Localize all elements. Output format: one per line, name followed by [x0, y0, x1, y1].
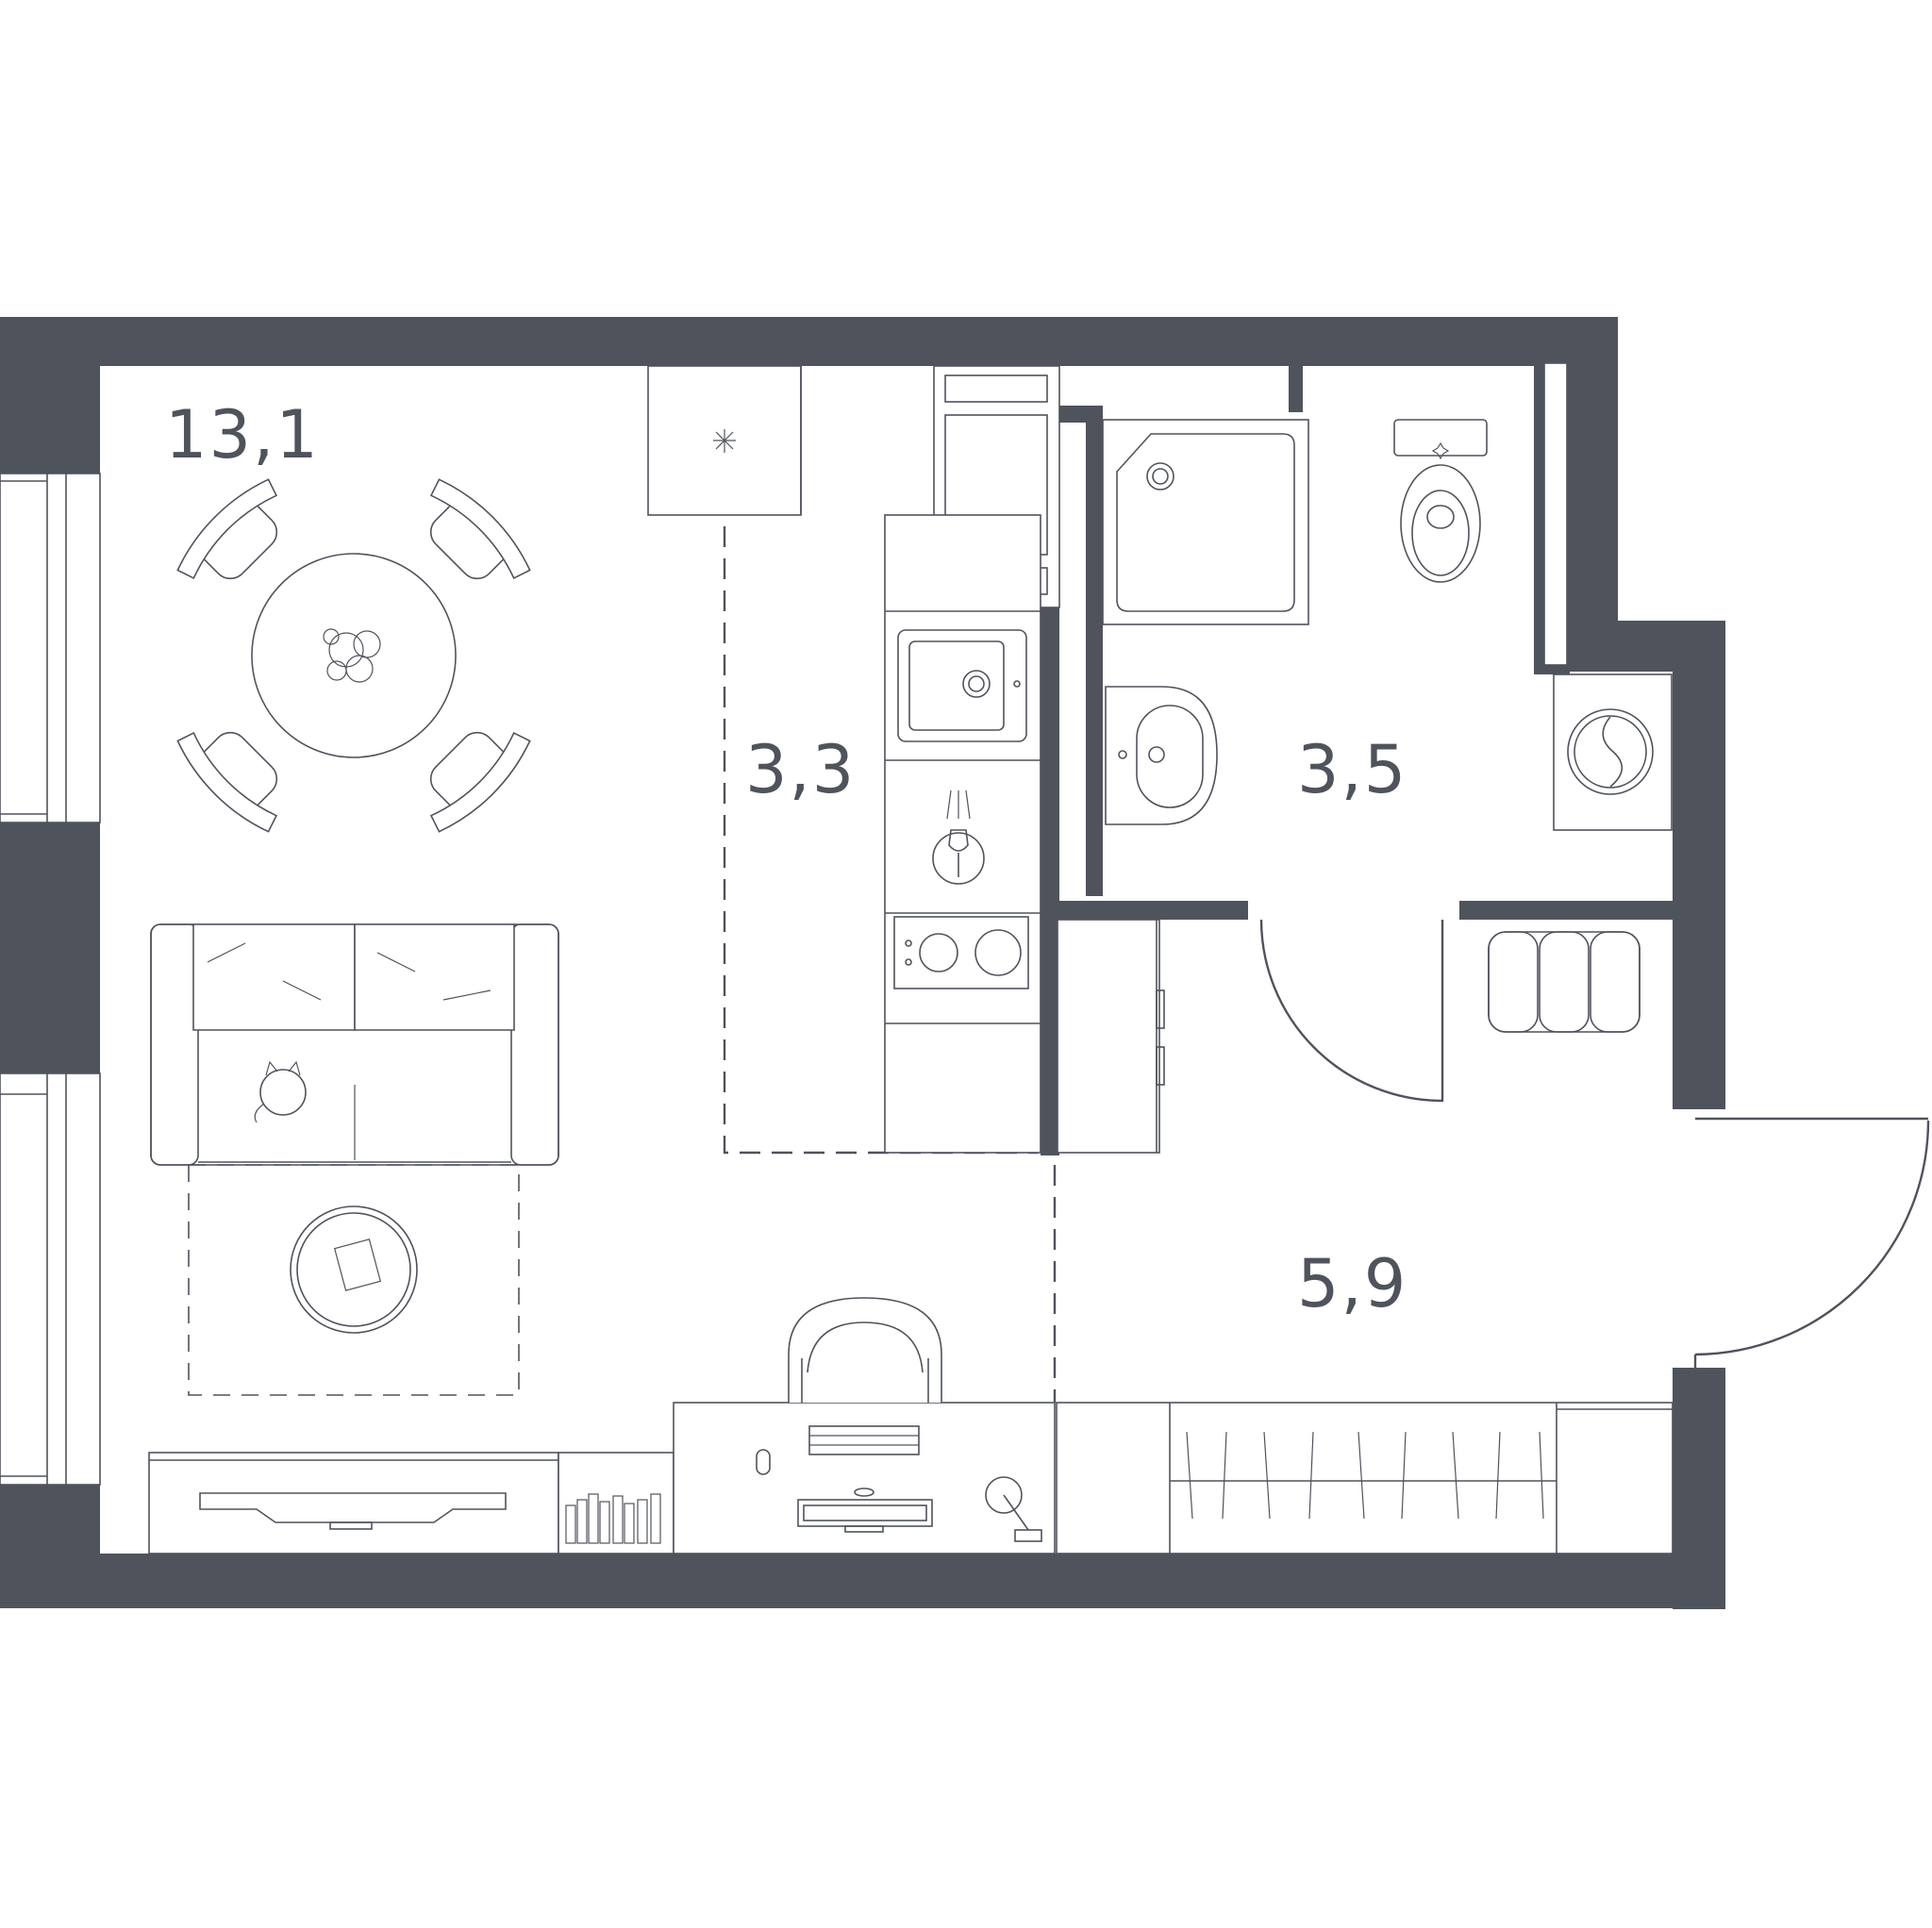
room-area-hallway: 5,9 [1297, 1245, 1407, 1322]
room-area-living: 13,1 [165, 396, 320, 474]
washing-machine-icon [1553, 673, 1673, 831]
keyboard-icon [808, 1425, 920, 1455]
hallway-cabinet [1057, 919, 1165, 1154]
window-icon [1543, 362, 1568, 666]
toilet-icon [1393, 419, 1488, 583]
office-chair-icon [788, 1297, 942, 1403]
coffee-table-icon [290, 1205, 418, 1334]
window-icon [0, 466, 101, 1494]
room-area-bathroom: 3,5 [1297, 731, 1407, 808]
room-area-kitchen: 3,3 [745, 731, 856, 808]
sink-icon [897, 629, 1027, 742]
door-icon [1259, 919, 1444, 1103]
cat-icon [254, 1060, 307, 1123]
lamp-icon [985, 1476, 1042, 1542]
pouf-icon [1488, 931, 1641, 1033]
door-icon [1693, 1117, 1930, 1368]
bookshelf-icon [558, 1452, 675, 1554]
walls [0, 317, 1725, 1609]
washbasin-icon [1105, 686, 1218, 825]
dining-table-icon [176, 478, 531, 833]
rug [188, 1164, 520, 1396]
dishwasher-icon [932, 789, 985, 885]
cooktop-icon [893, 916, 1029, 989]
sofa-icon [150, 923, 559, 1166]
shower-icon [1102, 419, 1309, 625]
mouse-icon [756, 1449, 771, 1475]
tv-stand-icon [148, 1452, 559, 1554]
fridge-icon [647, 365, 802, 516]
wardrobe-icon [1056, 1402, 1674, 1554]
monitor-icon [797, 1488, 933, 1533]
